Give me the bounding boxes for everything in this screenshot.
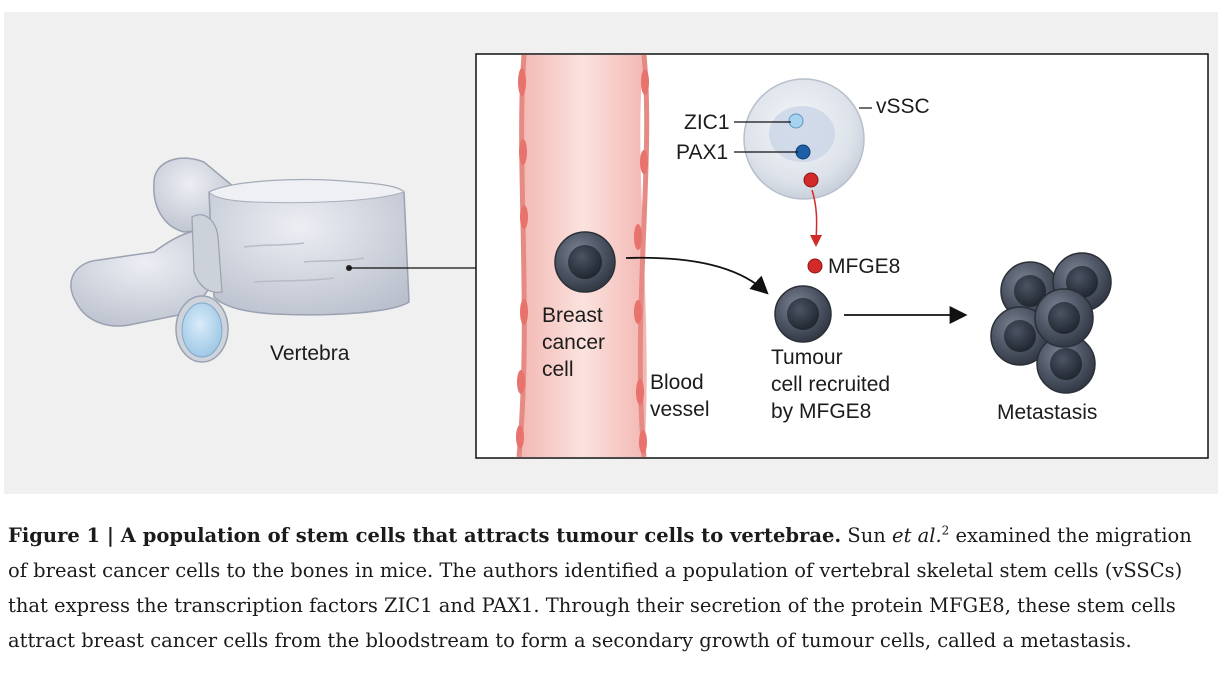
pax1-label: PAX1 — [676, 141, 729, 164]
vssc-cell-icon — [743, 78, 865, 200]
breast-cancer-cell-label: Breast cancer cell — [542, 304, 606, 381]
figure-caption: Figure 1 | A population of stem cells th… — [8, 518, 1214, 658]
metastasis-cluster-icon — [990, 252, 1112, 394]
figure-illustration — [70, 53, 1209, 459]
metastasis-label: Metastasis — [997, 401, 1098, 424]
caption-author: Sun — [841, 524, 893, 547]
mfge8-dot — [807, 258, 823, 274]
figure-panel: Vertebra ZIC1 PAX1 vSSC MFGE8 Breast can… — [4, 12, 1218, 494]
caption-title: Figure 1 | A population of stem cells th… — [8, 524, 842, 547]
mfge8-secreted-dot — [803, 172, 819, 188]
vertebra-illustration — [70, 157, 410, 363]
pax1-dot — [795, 144, 811, 160]
vssc-label: vSSC — [876, 95, 930, 118]
vertebra-label: Vertebra — [270, 342, 350, 365]
secretion-arrow — [810, 189, 823, 247]
recruited-tumour-cell-icon — [774, 285, 832, 343]
blood-vessel-label: Blood vessel — [650, 371, 710, 421]
caption-reference: 2 — [941, 523, 950, 538]
zic1-dot — [788, 113, 804, 129]
mfge8-label: MFGE8 — [828, 255, 901, 278]
zic1-label: ZIC1 — [684, 111, 730, 134]
caption-etal: et al. — [892, 524, 942, 547]
recruitment-arrow — [625, 256, 769, 295]
tumour-cell-recruited-label: Tumour cell recruited by MFGE8 — [771, 346, 891, 423]
caption-body: examined the migration of breast cancer … — [8, 524, 1192, 652]
breast-cancer-cell-icon — [554, 231, 616, 293]
